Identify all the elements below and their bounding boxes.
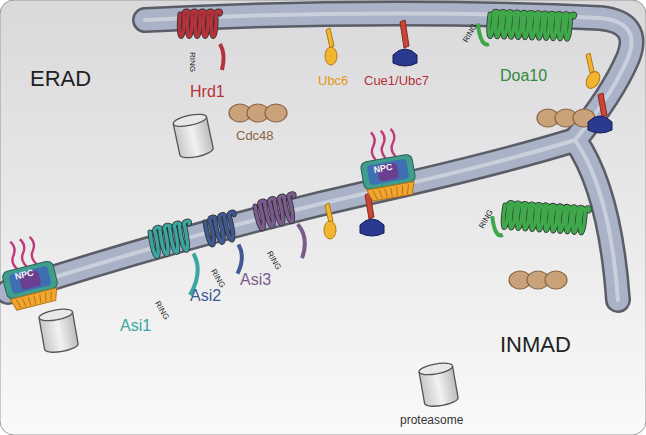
proteasome-cylinder xyxy=(38,112,459,408)
protein-label: Hrd1 xyxy=(190,84,225,100)
protein-label: Doa10 xyxy=(500,68,547,84)
cue1-ubc7 xyxy=(360,20,612,236)
protein-label: Asi1 xyxy=(120,318,151,334)
region-title: INMAD xyxy=(500,334,571,356)
hrd1-helix xyxy=(179,11,223,70)
cdc48-complex xyxy=(229,104,287,122)
cdc48-complex xyxy=(537,109,595,127)
protein-label: Cue1/Ubc7 xyxy=(364,74,429,87)
protein-label: Asi3 xyxy=(240,272,271,288)
domain-label: RING xyxy=(188,52,196,72)
doa10-helix xyxy=(477,11,575,48)
cdc48-complex xyxy=(509,271,567,289)
protein-label: Ubc6 xyxy=(318,74,348,87)
asi3-helix xyxy=(254,193,310,266)
region-title: ERAD xyxy=(30,68,91,90)
complex-label: proteasome xyxy=(400,414,463,426)
doa10-helix xyxy=(491,201,590,241)
er-membrane xyxy=(8,13,632,300)
nuclear-pore-complex xyxy=(355,126,418,202)
protein-label: Asi2 xyxy=(190,288,221,304)
asi2-helix xyxy=(204,212,249,279)
protein-label: Cdc48 xyxy=(236,129,274,142)
ubc6 xyxy=(324,28,603,239)
nuclear-pore-complex xyxy=(0,233,62,312)
